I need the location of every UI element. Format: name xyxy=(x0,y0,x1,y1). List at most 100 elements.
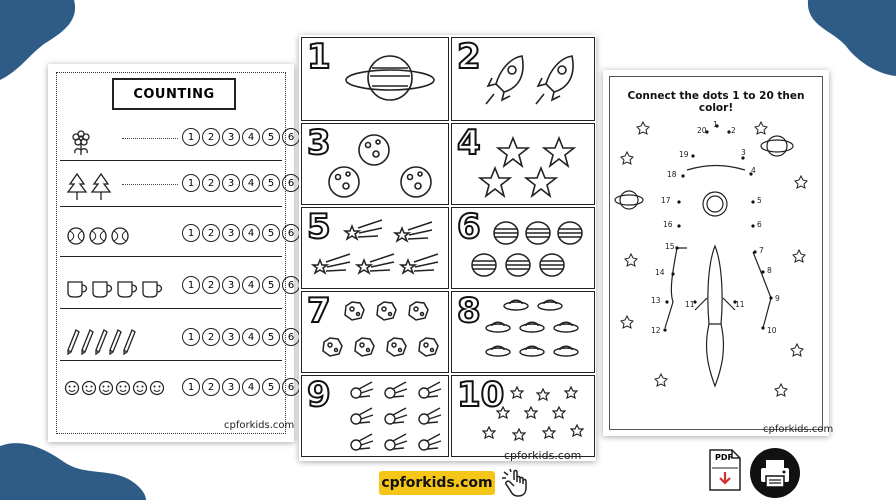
face-icon xyxy=(132,380,148,396)
star-icon xyxy=(496,136,530,168)
striped-planet-icon xyxy=(493,221,519,245)
space-counting-worksheet[interactable]: 1 2 3 4 5 6 7 xyxy=(299,35,596,462)
small-star-icon xyxy=(564,386,578,400)
number-cell: 10 xyxy=(451,375,595,457)
counting-row: 1 2 3 4 5 6 xyxy=(60,162,300,207)
asteroid-icon xyxy=(386,337,407,357)
striped-planet-icon xyxy=(525,221,551,245)
choice-circle[interactable]: 3 xyxy=(222,276,240,294)
choice-circle[interactable]: 3 xyxy=(222,328,240,346)
dot-label: 20 xyxy=(697,126,707,135)
small-star-icon xyxy=(512,428,526,442)
star-icon xyxy=(542,136,576,168)
worksheet-footer-url: cpforkids.com xyxy=(504,449,582,462)
choice-circle[interactable]: 1 xyxy=(182,224,200,242)
small-star-icon xyxy=(536,388,550,402)
choice-circle[interactable]: 1 xyxy=(182,128,200,146)
pdf-download-button[interactable]: PDF xyxy=(706,448,744,492)
cup-icon xyxy=(92,281,113,298)
small-star-icon xyxy=(496,406,510,420)
choice-circle[interactable]: 3 xyxy=(222,174,240,192)
choice-circle[interactable]: 5 xyxy=(262,128,280,146)
choice-circle[interactable]: 3 xyxy=(222,128,240,146)
choice-circle[interactable]: 2 xyxy=(202,174,220,192)
choice-circle[interactable]: 5 xyxy=(262,224,280,242)
choice-circle[interactable]: 5 xyxy=(262,276,280,294)
comet-icon xyxy=(418,381,442,399)
choice-circle[interactable]: 5 xyxy=(262,174,280,192)
ufo-icon xyxy=(503,299,529,311)
choice-circle[interactable]: 5 xyxy=(262,328,280,346)
dot-label: 12 xyxy=(651,326,661,335)
dot-label: 15 xyxy=(665,242,675,251)
comet-icon xyxy=(384,381,408,399)
counting-worksheet[interactable]: COUNTING 1 2 3 4 5 6 1 2 3 4 5 6 xyxy=(48,64,300,442)
asteroid-icon xyxy=(408,301,429,321)
striped-planet-icon xyxy=(539,253,565,277)
choice-circle[interactable]: 4 xyxy=(242,328,260,346)
cell-number: 6 xyxy=(456,207,482,247)
shooting-star-icon xyxy=(392,221,433,243)
face-icon xyxy=(98,380,114,396)
ufo-icon xyxy=(485,345,511,357)
number-cell: 9 xyxy=(301,375,449,457)
choice-circle[interactable]: 4 xyxy=(242,378,260,396)
choice-circle[interactable]: 4 xyxy=(242,128,260,146)
ball-icon xyxy=(89,227,107,245)
worksheet-border xyxy=(56,72,286,434)
star-icon xyxy=(524,166,558,198)
counting-row: 1 2 3 4 5 6 xyxy=(60,212,300,257)
dot-label: 3 xyxy=(741,148,746,157)
pencil-icon xyxy=(95,329,108,356)
choice-circle[interactable]: 5 xyxy=(262,378,280,396)
moon-icon xyxy=(328,166,360,198)
choice-circle[interactable]: 1 xyxy=(182,174,200,192)
comet-icon xyxy=(350,433,374,451)
comet-icon xyxy=(384,433,408,451)
dot-label: 13 xyxy=(651,296,661,305)
choice-circle[interactable]: 4 xyxy=(242,224,260,242)
face-icon xyxy=(81,380,97,396)
choice-circle[interactable]: 6 xyxy=(282,276,300,294)
choice-circle[interactable]: 6 xyxy=(282,224,300,242)
shooting-star-icon xyxy=(398,253,439,275)
choice-circle[interactable]: 2 xyxy=(202,224,220,242)
shooting-star-icon xyxy=(310,253,351,275)
choice-circle[interactable]: 6 xyxy=(282,128,300,146)
choice-circle[interactable]: 4 xyxy=(242,276,260,294)
number-cell: 6 xyxy=(451,207,595,289)
print-button[interactable] xyxy=(750,448,800,498)
choice-circle[interactable]: 1 xyxy=(182,378,200,396)
comet-icon xyxy=(418,433,442,451)
dot-label: 14 xyxy=(655,268,665,277)
choice-circle[interactable]: 1 xyxy=(182,276,200,294)
choice-circle[interactable]: 4 xyxy=(242,174,260,192)
choice-circle[interactable]: 6 xyxy=(282,378,300,396)
download-arrow-icon xyxy=(719,472,731,485)
pencil-icon xyxy=(81,329,94,356)
choice-circle[interactable]: 3 xyxy=(222,378,240,396)
connect-dots-worksheet[interactable]: Connect the dots 1 to 20 then color! xyxy=(603,70,833,436)
choice-circle[interactable]: 2 xyxy=(202,128,220,146)
counting-row: 1 2 3 4 5 6 xyxy=(60,366,300,410)
pdf-label: PDF xyxy=(715,453,733,462)
site-link-button[interactable]: cpforkids.com xyxy=(379,471,495,495)
number-cell: 2 xyxy=(451,37,595,121)
comet-icon xyxy=(384,407,408,425)
choice-circle[interactable]: 3 xyxy=(222,224,240,242)
choice-circle[interactable]: 2 xyxy=(202,378,220,396)
choice-circle[interactable]: 2 xyxy=(202,276,220,294)
choice-circle[interactable]: 2 xyxy=(202,328,220,346)
number-cell: 7 xyxy=(301,291,449,373)
worksheet-footer-url: cpforkids.com xyxy=(224,420,295,431)
striped-planet-icon xyxy=(505,253,531,277)
corner-blob-top-right xyxy=(807,0,896,76)
cell-number: 3 xyxy=(306,123,332,163)
counting-row: 1 2 3 4 5 6 xyxy=(60,116,300,161)
dot-label: 6 xyxy=(757,220,762,229)
choice-circle[interactable]: 6 xyxy=(282,328,300,346)
choice-circle[interactable]: 6 xyxy=(282,174,300,192)
choice-circle[interactable]: 1 xyxy=(182,328,200,346)
striped-planet-icon xyxy=(471,253,497,277)
cup-icon xyxy=(142,281,163,298)
